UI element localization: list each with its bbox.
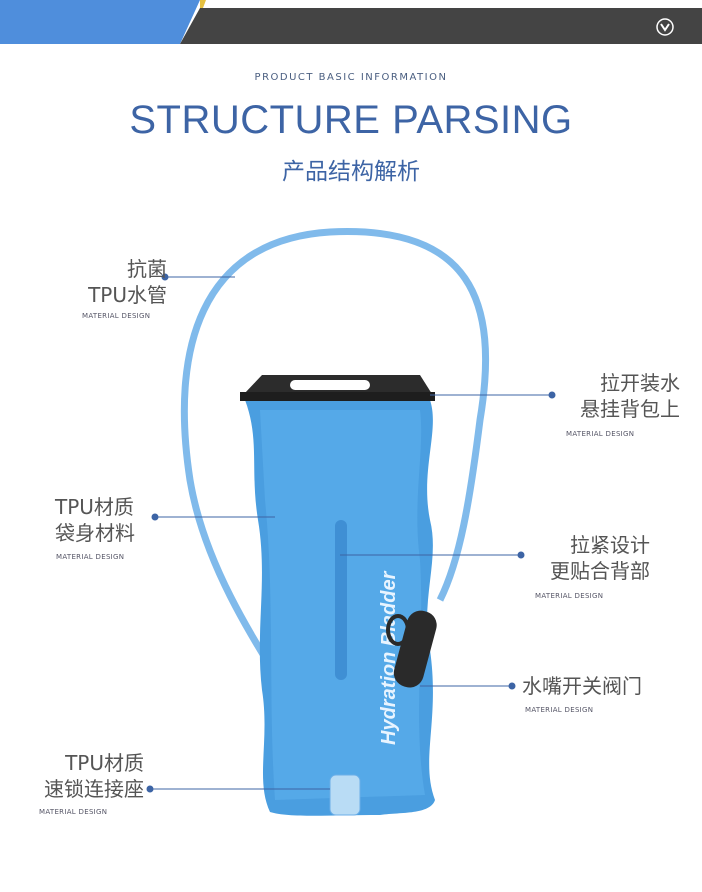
callout-line: 拉开装水 — [600, 371, 680, 395]
section-title: STRUCTURE PARSING — [129, 98, 573, 142]
callout-connector: TPU材质 速锁连接座 — [44, 750, 144, 802]
callout-tag: MATERIAL DESIGN — [566, 430, 635, 438]
callout-line: 悬挂背包上 — [580, 397, 680, 421]
callout-line: 拉紧设计 — [570, 533, 650, 557]
callout-line: 水嘴开关阀门 — [522, 674, 642, 698]
callout-line: TPU材质 — [65, 751, 144, 775]
callout-tag: MATERIAL DESIGN — [82, 312, 151, 320]
callout-tag: MATERIAL DESIGN — [525, 706, 594, 714]
callout-line: 抗菌 — [127, 257, 167, 281]
product-brand-text: Hydration Bladder — [378, 570, 400, 745]
callout-tag: MATERIAL DESIGN — [535, 592, 604, 600]
callout-tag: MATERIAL DESIGN — [39, 808, 108, 816]
callout-line: TPU材质 — [55, 495, 134, 519]
callout-body-material: TPU材质 袋身材料 — [55, 494, 135, 546]
top-banner — [0, 0, 702, 44]
callout-tag: MATERIAL DESIGN — [56, 553, 125, 561]
chevron-down-circle-icon[interactable] — [656, 18, 674, 36]
callout-line: TPU水管 — [88, 283, 167, 307]
callout-tube: 抗菌 TPU水管 — [88, 256, 167, 308]
callout-handle: 拉开装水 悬挂背包上 — [580, 370, 680, 422]
callout-fit: 拉紧设计 更贴合背部 — [550, 532, 650, 584]
callout-line: 更贴合背部 — [550, 559, 650, 583]
section-subtitle: PRODUCT BASIC INFORMATION — [254, 72, 448, 83]
callout-line: 袋身材料 — [55, 521, 135, 545]
section-title-cn: 产品结构解析 — [282, 159, 420, 185]
callout-line: 速锁连接座 — [44, 777, 144, 801]
callout-valve: 水嘴开关阀门 — [522, 673, 642, 699]
